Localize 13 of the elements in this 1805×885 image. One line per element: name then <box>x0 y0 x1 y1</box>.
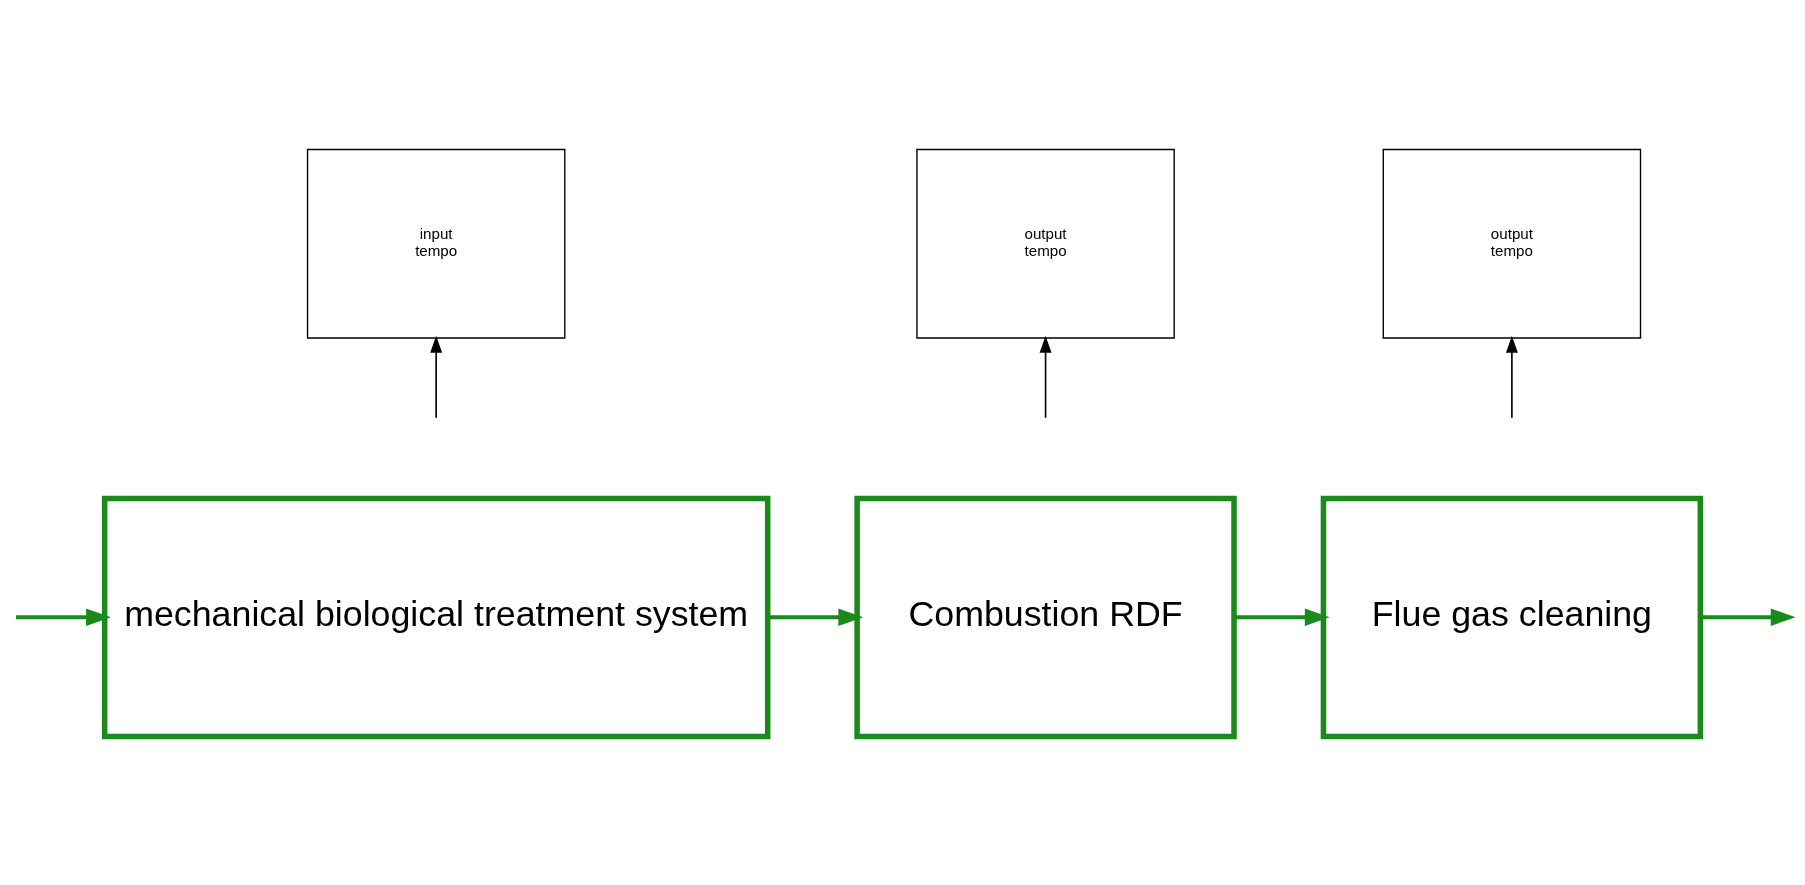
node-box: output tempo <box>916 148 1175 339</box>
node-box: Flue gas cleaning <box>1320 495 1704 739</box>
arrow <box>768 608 864 626</box>
arrow <box>15 608 111 626</box>
node-box: output tempo <box>1382 148 1642 339</box>
arrow <box>1700 608 1796 626</box>
node-box: Combustion RDF <box>854 495 1237 739</box>
arrow <box>1039 335 1052 419</box>
arrow <box>1234 608 1330 626</box>
arrow <box>1505 335 1518 419</box>
node-box: mechanical biological treatment system <box>101 495 771 739</box>
arrow <box>430 335 443 419</box>
node-box: input tempo <box>306 148 566 339</box>
